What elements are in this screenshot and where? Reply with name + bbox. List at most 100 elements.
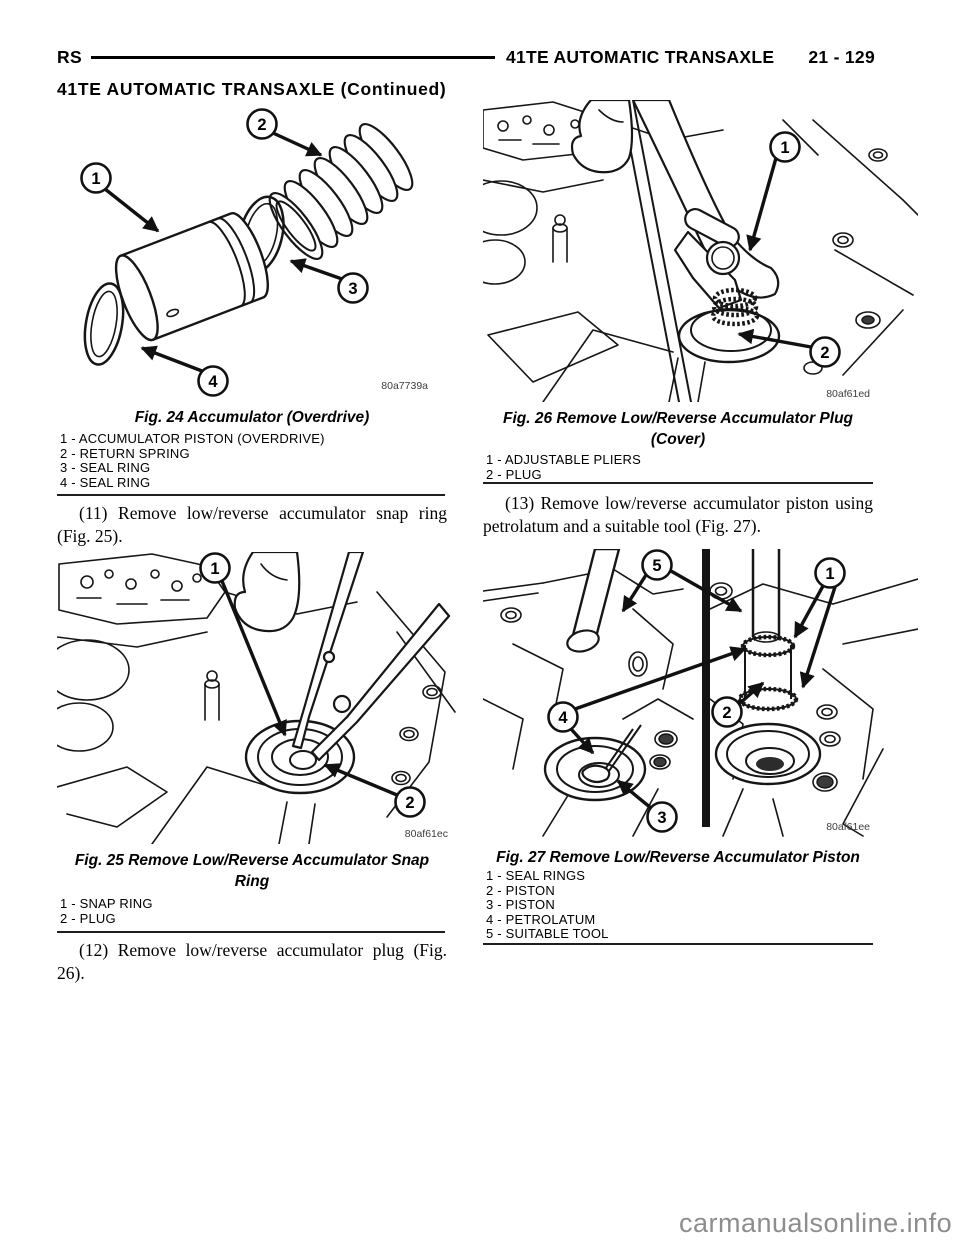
fig26-legend: 1 - ADJUSTABLE PLIERS 2 - PLUG [486, 452, 641, 482]
legend-divider [57, 494, 445, 496]
legend-item: 2 - RETURN SPRING [60, 445, 190, 461]
bolt-hole [658, 733, 674, 745]
svg-text:3: 3 [348, 280, 357, 298]
legend-item: 1 - SEAL RINGS [486, 868, 586, 883]
model-code: RS [57, 47, 82, 67]
callout-arrow [737, 681, 765, 706]
transaxle-case-drawing [709, 578, 918, 837]
legend-item: 3 - PISTON [486, 897, 555, 913]
callout-arrow [574, 646, 747, 711]
figure-code-label: 80a7739a [381, 380, 428, 392]
svg-text:4: 4 [558, 709, 568, 727]
hand-drawing [233, 552, 301, 633]
callout-1: 1 [199, 552, 231, 584]
legend-item: 2 - PISTON [486, 882, 555, 898]
hand-drawing [598, 109, 624, 123]
legend-divider [483, 482, 873, 484]
callout-2: 2 [394, 786, 426, 818]
svg-text:1: 1 [780, 139, 789, 157]
transaxle-case-drawing [57, 553, 456, 844]
legend-item: 4 - SEAL RING [60, 474, 151, 490]
page-number: 21 - 129 [808, 47, 875, 67]
legend-item: 2 - PLUG [486, 466, 542, 482]
legend-item: 2 - PLUG [60, 910, 116, 926]
callout-4: 4 [547, 701, 579, 733]
fig25-legend: 1 - SNAP RING 2 - PLUG [60, 896, 153, 926]
fig25-line-art: 1 2 80af61ec [57, 552, 456, 844]
step-13-text: (13) Remove low/reverse accumulator pist… [483, 493, 873, 536]
suitable-tool-drawing [566, 549, 621, 653]
legend-item: 1 - ACCUMULATOR PISTON (OVERDRIVE) [60, 431, 325, 446]
piston-and-tool-drawing [737, 549, 799, 712]
callout-arrow [737, 328, 812, 349]
svg-text:2: 2 [722, 704, 731, 722]
callout-2: 2 [246, 108, 278, 140]
continued-title: 41TE AUTOMATIC TRANSAXLE (Continued) [57, 79, 447, 99]
transaxle-case-drawing [483, 100, 918, 402]
callout-1: 1 [80, 162, 112, 194]
fig27-line-art: 5 4 3 1 2 80af61ee [483, 549, 918, 837]
legend-divider [483, 943, 873, 945]
callout-5: 5 [641, 549, 673, 581]
callout-2: 2 [711, 696, 743, 728]
svg-text:3: 3 [657, 809, 666, 827]
fig26-caption: Fig. 26 Remove Low/Reverse Accumulator P… [503, 410, 853, 448]
callout-1: 1 [769, 131, 801, 163]
legend-item: 4 - PETROLATUM [486, 911, 596, 927]
figure-code-label: 80af61ec [405, 828, 448, 840]
callout-2: 2 [809, 336, 841, 368]
svg-text:1: 1 [91, 170, 100, 188]
plug-bore-drawing [677, 308, 781, 364]
callout-arrow [289, 258, 343, 281]
callout-arrow [140, 345, 203, 373]
return-spring-drawing [268, 123, 414, 260]
svg-text:5: 5 [652, 557, 661, 575]
legend-divider [57, 931, 445, 933]
callout-4: 4 [197, 365, 229, 397]
hand-drawing [260, 563, 288, 581]
bolt-hole [861, 315, 875, 325]
svg-text:2: 2 [820, 344, 829, 362]
callout-arrow [323, 763, 398, 797]
fig24-legend: 1 - ACCUMULATOR PISTON (OVERDRIVE) 2 - R… [60, 431, 325, 490]
svg-text:1: 1 [825, 565, 834, 583]
callout-arrow [746, 157, 778, 252]
legend-item: 5 - SUITABLE TOOL [486, 926, 609, 942]
svg-text:1: 1 [210, 560, 219, 578]
legend-item: 3 - SEAL RING [60, 460, 151, 476]
fig27-legend: 1 - SEAL RINGS 2 - PISTON 3 - PISTON 4 -… [486, 868, 609, 942]
page-header: RS 41TE AUTOMATIC TRANSAXLE 21 - 129 [57, 47, 875, 68]
svg-text:2: 2 [257, 116, 266, 134]
callout-arrow [793, 585, 825, 639]
legend-item: 1 - SNAP RING [60, 896, 153, 911]
snap-ring-pliers-drawing [291, 552, 451, 762]
step-12-text: (12) Remove low/reverse accumulator plug… [57, 940, 447, 983]
callout-arrow [670, 569, 743, 613]
header-rule [90, 56, 495, 59]
accumulator-bore-drawing [543, 724, 647, 802]
panel-divider [702, 549, 710, 827]
seal-ring-4-drawing [83, 282, 125, 366]
callout-3: 3 [337, 272, 369, 304]
bolt-hole [816, 775, 834, 789]
callout-1: 1 [814, 557, 846, 589]
callout-arrow [220, 580, 287, 737]
bolt-hole [653, 756, 667, 768]
site-watermark: carmanualsonline.info [679, 1208, 953, 1238]
fig26-line-art: 1 2 80af61ed [483, 100, 918, 402]
fig24-caption: Fig. 24 Accumulator (Overdrive) [134, 409, 370, 426]
step-11-text: (11) Remove low/reverse accumulator snap… [57, 503, 447, 546]
legend-item: 1 - ADJUSTABLE PLIERS [486, 452, 641, 467]
callout-arrow [799, 586, 837, 689]
figure-code-label: 80af61ee [826, 821, 870, 833]
plug-drawing [710, 287, 760, 327]
fig27-caption: Fig. 27 Remove Low/Reverse Accumulator P… [496, 849, 860, 866]
accumulator-bore-drawing [714, 722, 822, 786]
callout-3: 3 [646, 801, 678, 833]
svg-text:2: 2 [405, 794, 414, 812]
callout-arrow [272, 131, 323, 157]
hand-drawing [570, 100, 634, 174]
section-title: 41TE AUTOMATIC TRANSAXLE [505, 47, 775, 67]
fig25-caption: Fig. 25 Remove Low/Reverse Accumulator S… [74, 852, 430, 890]
